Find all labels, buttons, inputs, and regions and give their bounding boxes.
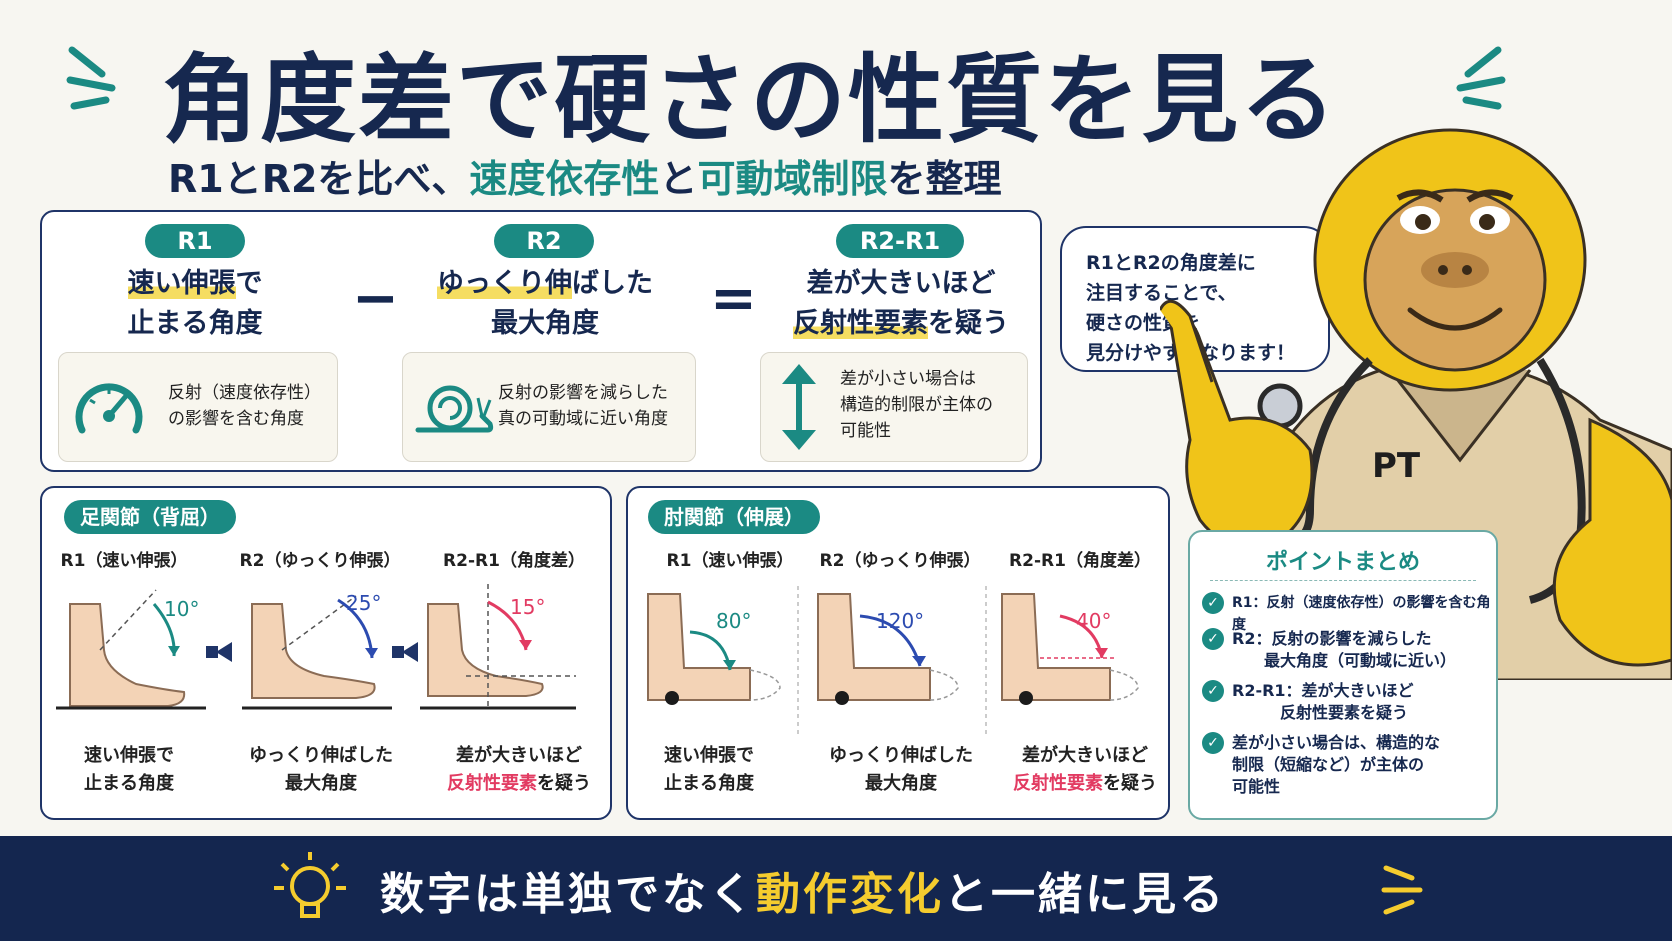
speedometer-icon [75, 383, 143, 434]
elbow-head-r2: R2（ゆっくり伸張） [819, 551, 981, 571]
lightbulb-icon [274, 852, 346, 918]
summary-panel [1188, 530, 1498, 820]
r2-definition: ゆっくり伸ばした 最大角度 [437, 268, 653, 339]
check-icon: ✓ [1202, 732, 1224, 754]
title-burst-left [66, 46, 116, 110]
page-title: 角度差で硬さの性質を見る [162, 44, 1338, 156]
ankle-angle-r1: 10° [164, 597, 199, 621]
elbow-angle-r2: 120° [876, 609, 924, 633]
footer-message: 数字は単独でなく動作変化と一緒に見る [380, 869, 1226, 920]
r1-card-text: 反射（速度依存性）の影響を含む角度 [168, 383, 321, 429]
check-icon: ✓ [1202, 680, 1224, 702]
ankle-tag: 足関節（背屈） [64, 500, 236, 534]
ankle-angle-r2: 25° [346, 591, 381, 615]
elbow-head-r2r1: R2-R1（角度差） [1009, 551, 1151, 571]
ankle-illustrations: 10° 25° 15° [56, 584, 576, 710]
equals-sign: = [710, 266, 757, 331]
elbow-panel [626, 486, 1170, 820]
r2-tag: R2 [494, 224, 594, 258]
ankle-head-r1: R1（速い伸張） [60, 551, 188, 571]
double-arrow-icon [782, 364, 816, 450]
summary-title: ポイントまとめ [1265, 550, 1420, 575]
r2r1-definition: 差が大きいほど 反射性要素を疑う [793, 268, 1009, 339]
summary-divider [1210, 580, 1476, 581]
check-icon: ✓ [1202, 592, 1224, 614]
check-icon: ✓ [1202, 628, 1224, 650]
r2r1-card-text: 差が小さい場合は構造的制限が主体の可能性 [840, 369, 993, 441]
footer-burst-icon [1381, 865, 1423, 915]
ankle-cap-r2: ゆっくり伸ばした最大角度 [249, 745, 393, 794]
ankle-angle-r2r1: 15° [510, 595, 545, 619]
snail-icon [415, 385, 494, 433]
page-subtitle: R1とR2を比べ、速度依存性と可動域制限を整理 [168, 157, 1002, 201]
summary-item-3: R2-R1：差が大きいほど 反射性要素を疑う [1232, 681, 1414, 722]
r2r1-tag: R2-R1 [836, 224, 964, 258]
r2-card [402, 352, 696, 462]
elbow-cap-r1: 速い伸張で止まる角度 [664, 745, 754, 794]
ankle-cap-r1: 速い伸張で止まる角度 [84, 745, 174, 794]
r1-definition: 速い伸張で 止まる角度 [127, 268, 263, 339]
elbow-illustrations: 80° 120° 40° [647, 586, 1139, 736]
title-burst-right [1456, 46, 1506, 110]
elbow-angle-r1: 80° [716, 609, 751, 633]
elbow-angle-r2r1: 40° [1076, 609, 1111, 633]
ankle-head-r2: R2（ゆっくり伸張） [239, 551, 401, 571]
r2r1-card [760, 352, 1028, 462]
r1-tag: R1 [145, 224, 245, 258]
minus-sign: − [352, 266, 399, 331]
summary-item-1: R1：反射（速度依存性）の影響を含む角度 [1232, 595, 1491, 633]
elbow-tag: 肘関節（伸展） [648, 500, 820, 534]
ankle-head-r2r1: R2-R1（角度差） [443, 551, 585, 571]
summary-item-4: 差が小さい場合は、構造的な制限（短縮など）が主体の可能性 [1232, 733, 1441, 796]
r1-card [58, 352, 338, 462]
elbow-head-r1: R1（速い伸張） [666, 551, 794, 571]
r2-card-text: 反射の影響を減らした真の可動域に近い角度 [498, 383, 668, 429]
elbow-cap-r2r1: 差が大きいほど反射性要素を疑う [1013, 745, 1157, 794]
ankle-cap-r2r1: 差が大きいほど反射性要素を疑う [447, 745, 591, 794]
ankle-panel [40, 486, 612, 820]
summary-item-2: R2：反射の影響を減らした 最大角度（可動域に近い） [1232, 629, 1457, 670]
pt-badge: PT [1372, 446, 1421, 486]
elbow-cap-r2: ゆっくり伸ばした最大角度 [829, 745, 973, 794]
